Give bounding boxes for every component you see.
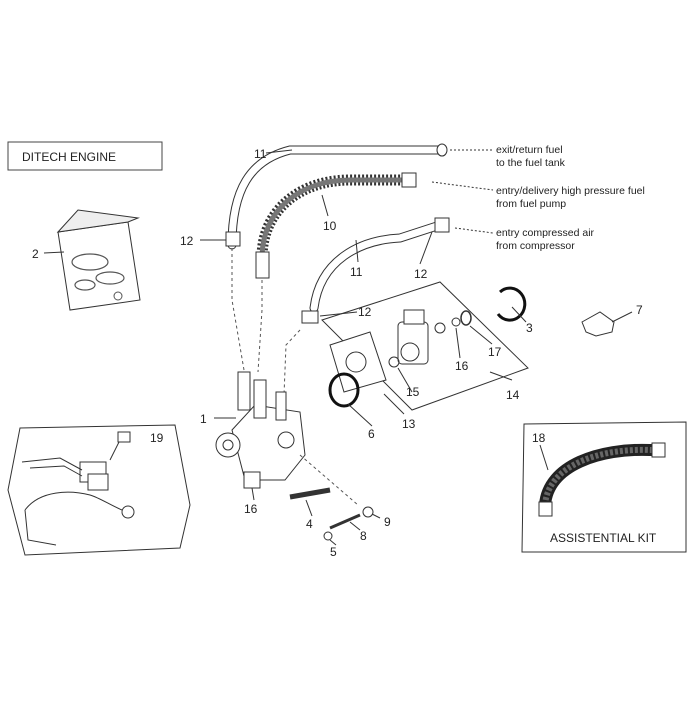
- note-entry-line1: entry/delivery high pressure fuel: [496, 185, 645, 197]
- oring-6: [328, 372, 360, 408]
- title-box: [7, 141, 163, 171]
- callout-18: 18: [532, 431, 546, 445]
- hose-10-lower-fitting: [255, 251, 270, 279]
- callout-12-left: 12: [180, 234, 194, 248]
- screw-4: [289, 487, 331, 500]
- arrow-air: [454, 227, 494, 234]
- note-air-line1: entry compressed air: [496, 227, 595, 239]
- note-exit-line2: to the fuel tank: [496, 157, 566, 169]
- hose-10-fitting: [401, 172, 417, 188]
- hose-11-end: [436, 143, 448, 157]
- leader-lines: [200, 149, 633, 546]
- leader-2: [43, 251, 65, 254]
- gasket-kit-bag: [56, 209, 141, 311]
- nut-5: [323, 531, 333, 541]
- circlip-3: [496, 286, 527, 322]
- stud-8: [329, 513, 361, 530]
- arrow-delivery: [431, 181, 494, 191]
- clamp-12-a: [225, 231, 241, 247]
- callout-11-top: 11: [254, 147, 267, 161]
- bracket-7: [581, 311, 615, 337]
- fuel-injector-body: [215, 371, 306, 489]
- callout-16-bottom: 16: [244, 502, 258, 516]
- oring-17: [460, 310, 472, 326]
- callout-4: 4: [306, 517, 313, 531]
- note-entry-line2: from fuel pump: [496, 198, 566, 210]
- callout-11-mid: 11: [350, 265, 363, 279]
- callout-13: 13: [402, 417, 416, 431]
- note-exit-line1: exit/return fuel: [496, 144, 563, 156]
- callout-8: 8: [360, 529, 367, 543]
- callout-10: 10: [323, 219, 337, 233]
- oring-16: [451, 317, 461, 327]
- callout-14: 14: [506, 388, 520, 402]
- clamp-12-b: [434, 217, 450, 233]
- callout-1: 1: [200, 412, 207, 426]
- callout-9: 9: [384, 515, 391, 529]
- callout-15: 15: [406, 385, 420, 399]
- callout-12-right: 12: [414, 267, 428, 281]
- washer-9: [362, 506, 374, 518]
- callout-7: 7: [636, 303, 643, 317]
- callout-19: 19: [150, 431, 164, 445]
- callout-6: 6: [368, 427, 375, 441]
- title-box-label: DITECH ENGINE: [22, 150, 116, 164]
- callout-3: 3: [526, 321, 533, 335]
- callout-5: 5: [330, 545, 337, 559]
- oring-15: [388, 356, 400, 368]
- callout-12-mid: 12: [358, 305, 372, 319]
- wiring-harness: [21, 431, 135, 546]
- assistential-kit-label: ASSISTENTIAL KIT: [550, 531, 657, 545]
- clamp-12-c: [301, 310, 319, 324]
- note-air-line2: from compressor: [496, 240, 575, 252]
- callout-2: 2: [32, 247, 39, 261]
- callout-17: 17: [488, 345, 502, 359]
- callout-16-right: 16: [455, 359, 469, 373]
- pressure-regulator: [397, 309, 446, 365]
